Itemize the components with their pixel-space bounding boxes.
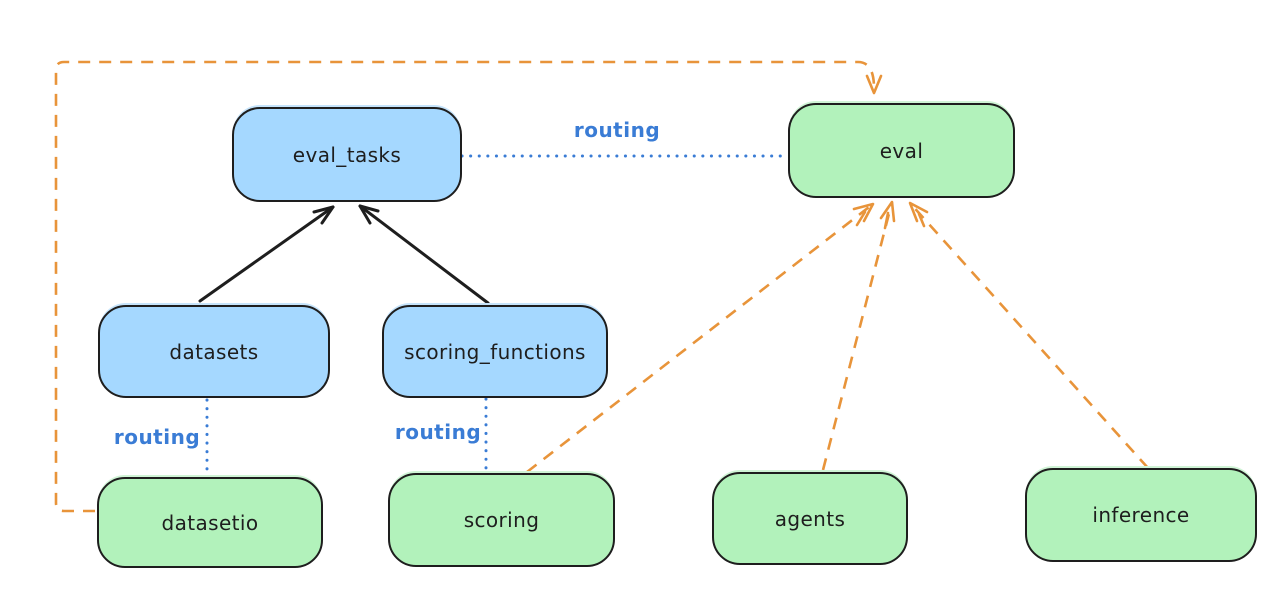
edge-scoring-functions-to-eval-tasks bbox=[358, 204, 490, 305]
edge-inference-to-eval bbox=[908, 201, 1149, 469]
node-eval: eval bbox=[788, 103, 1015, 198]
node-eval-tasks: eval_tasks bbox=[232, 107, 462, 202]
node-inference: inference bbox=[1025, 468, 1257, 562]
edge-scoring-to-eval bbox=[526, 202, 875, 474]
node-agents: agents bbox=[712, 472, 908, 565]
node-scoring: scoring bbox=[388, 473, 615, 567]
routing-label-scoring-functions-scoring: routing bbox=[394, 420, 482, 444]
edge-agents-to-eval bbox=[821, 200, 896, 471]
node-datasetio: datasetio bbox=[97, 477, 323, 568]
node-scoring-functions: scoring_functions bbox=[382, 305, 608, 398]
edge-datasets-to-eval-tasks bbox=[198, 205, 335, 303]
node-datasets: datasets bbox=[98, 305, 330, 398]
edge-datasetio-to-eval bbox=[54, 60, 883, 513]
routing-label-datasets-datasetio: routing bbox=[113, 425, 201, 449]
routing-label-eval-tasks-eval: routing bbox=[573, 118, 661, 142]
